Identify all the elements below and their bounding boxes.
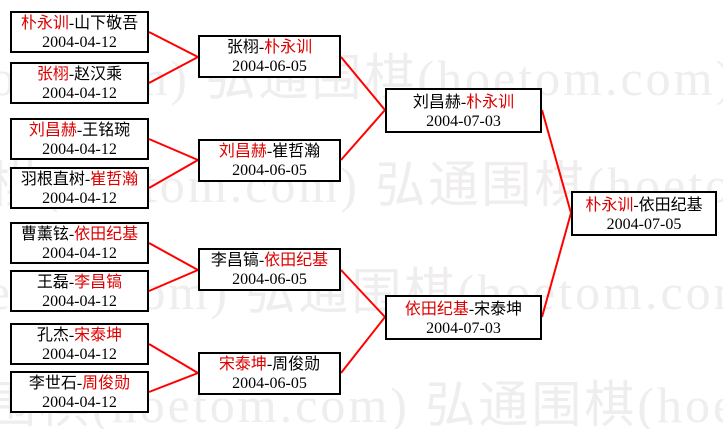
match-r1-m8: 李世石-周俊勋 2004-04-12 [10,371,149,413]
player-name: 曹薰铉 [20,226,69,243]
player-name: 宋泰坤 [474,301,523,318]
match-players: 羽根直树-崔哲瀚 [12,170,147,189]
match-players: 依田纪基-宋泰坤 [387,300,540,319]
player-name: 周俊勋 [82,375,131,392]
match-players: 朴永训-山下敬吾 [12,14,147,33]
match-r1-m1: 朴永训-山下敬吾 2004-04-12 [10,11,149,53]
player-name: 刘昌赫 [28,122,77,139]
name-separator: - [468,301,475,318]
match-players: 王磊-李昌镐 [12,273,147,292]
match-r1-m3: 刘昌赫-王铭琬 2004-04-12 [10,118,149,160]
player-name: 崔哲瀚 [90,171,139,188]
match-date: 2004-06-05 [232,58,307,75]
player-name: 张栩 [226,39,259,56]
match-players: 刘昌赫-朴永训 [387,93,540,112]
match-date: 2004-07-03 [426,320,501,337]
name-separator: - [68,274,75,291]
match-players: 曹薰铉-依田纪基 [12,225,147,244]
player-name: 朴永训 [264,39,313,56]
match-r1-m4: 羽根直树-崔哲瀚 2004-04-12 [10,167,149,209]
match-date: 2004-04-12 [42,245,117,262]
match-date: 2004-04-12 [42,34,117,51]
match-r2-m2: 刘昌赫-崔哲瀚 2004-06-05 [198,139,341,182]
match-players: 刘昌赫-王铭琬 [12,121,147,140]
match-r1-m6: 王磊-李昌镐 2004-04-12 [10,270,149,312]
match-final: 朴永训-依田纪基 2004-07-05 [571,191,717,236]
match-players: 李世石-周俊勋 [12,374,147,393]
player-name: 依田纪基 [404,301,469,318]
match-players: 张栩-赵汉乘 [12,65,147,84]
player-name: 朴永训 [585,197,634,214]
match-sf-m2: 依田纪基-宋泰坤 2004-07-03 [385,295,542,340]
name-separator: - [76,375,83,392]
player-name: 依田纪基 [638,197,703,214]
player-name: 朴永训 [466,94,515,111]
match-players: 宋泰坤-周俊勋 [200,355,339,374]
match-date: 2004-07-03 [426,113,501,130]
name-separator: - [68,15,75,32]
player-name: 孔杰 [36,327,69,344]
player-name: 赵汉乘 [74,66,123,83]
player-name: 依田纪基 [74,226,139,243]
name-separator: - [68,327,75,344]
name-separator: - [68,226,75,243]
match-r1-m7: 孔杰-宋泰坤 2004-04-12 [10,323,149,365]
name-separator: - [633,197,639,214]
match-players: 李昌镐-依田纪基 [200,251,339,270]
match-date: 2004-06-05 [232,271,307,288]
match-date: 2004-04-12 [42,394,117,411]
match-players: 孔杰-宋泰坤 [12,326,147,345]
name-separator: - [84,171,91,188]
player-name: 王铭琬 [82,122,131,139]
player-name: 山下敬吾 [74,15,139,32]
match-players: 刘昌赫-崔哲瀚 [200,142,339,161]
match-date: 2004-04-12 [42,85,117,102]
player-name: 朴永训 [20,15,69,32]
player-name: 李世石 [28,375,77,392]
name-separator: - [68,66,75,83]
match-r2-m3: 李昌镐-依田纪基 2004-06-05 [198,248,341,291]
match-date: 2004-04-12 [42,293,117,310]
player-name: 依田纪基 [264,252,329,269]
player-name: 李昌镐 [210,252,259,269]
match-date: 2004-04-12 [42,346,117,363]
match-date: 2004-04-12 [42,141,117,158]
player-name: 周俊勋 [272,356,321,373]
player-name: 刘昌赫 [218,143,267,160]
player-name: 崔哲瀚 [272,143,321,160]
name-separator: - [266,356,273,373]
match-players: 朴永训-依田纪基 [573,196,715,215]
name-separator: - [76,122,83,139]
match-date: 2004-07-05 [606,216,682,233]
match-date: 2004-06-05 [232,375,307,392]
name-separator: - [460,94,467,111]
match-players: 张栩-朴永训 [200,38,339,57]
player-name: 羽根直树 [20,171,85,188]
player-name: 张栩 [36,66,69,83]
match-r2-m4: 宋泰坤-周俊勋 2004-06-05 [198,352,341,395]
match-date: 2004-04-12 [42,190,117,207]
match-r1-m5: 曹薰铉-依田纪基 2004-04-12 [10,222,149,264]
player-name: 刘昌赫 [412,94,461,111]
match-date: 2004-06-05 [232,162,307,179]
name-separator: - [258,39,265,56]
match-sf-m1: 刘昌赫-朴永训 2004-07-03 [385,88,542,133]
player-name: 宋泰坤 [218,356,267,373]
player-name: 王磊 [36,274,69,291]
name-separator: - [266,143,273,160]
match-r1-m2: 张栩-赵汉乘 2004-04-12 [10,62,149,104]
match-r2-m1: 张栩-朴永训 2004-06-05 [198,35,341,78]
player-name: 李昌镐 [74,274,123,291]
name-separator: - [258,252,265,269]
player-name: 宋泰坤 [74,327,123,344]
